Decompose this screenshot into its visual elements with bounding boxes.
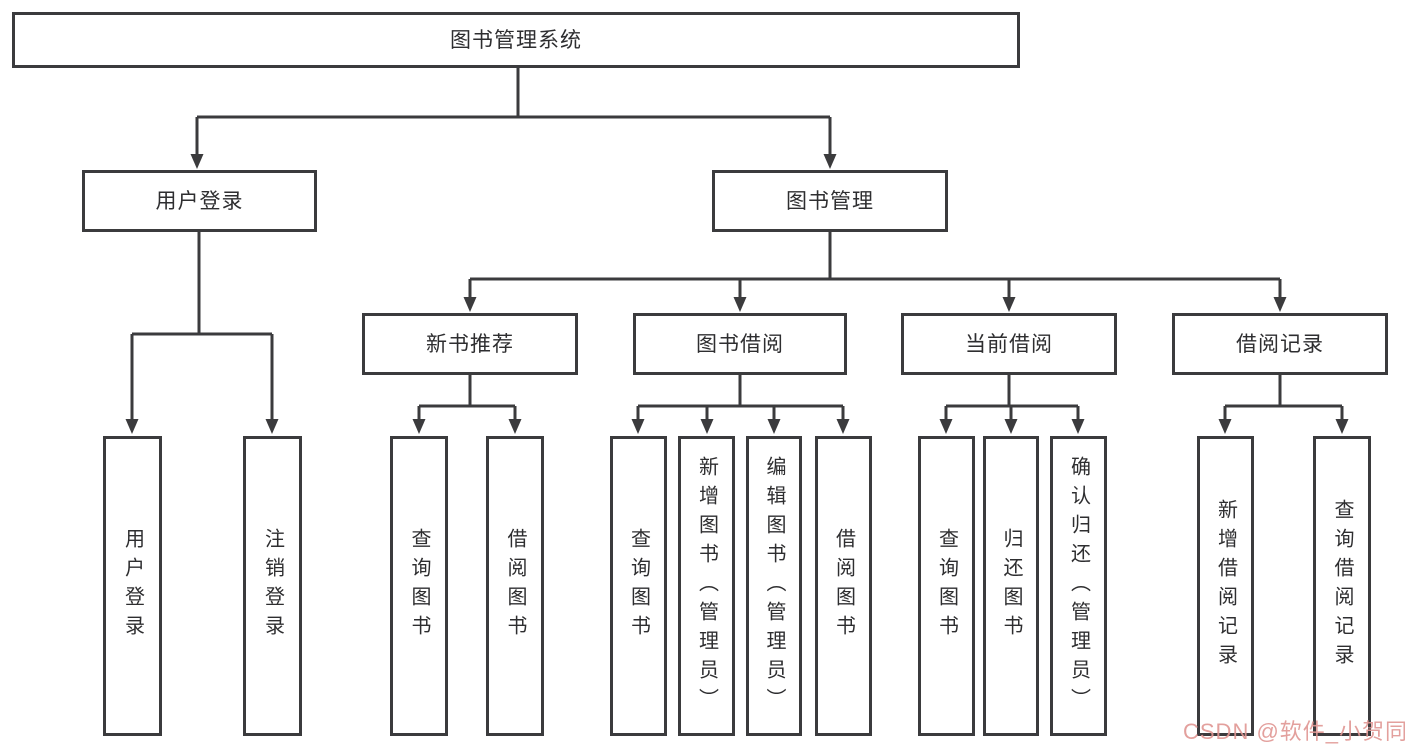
leaf-query-books-recommend: 查询图书 [390,436,448,736]
arrowhead [508,419,522,434]
arrowhead [1002,297,1016,312]
leaf-query-books-current: 查询图书 [918,436,975,736]
connector-current-borrow [944,375,1080,419]
leaf-borrow-books-recommend: 借阅图书 [486,436,544,736]
arrowhead [1218,419,1232,434]
arrowhead [265,419,279,434]
leaf-confirm-return-admin: 确认归还（管理员） [1050,436,1107,736]
node-borrow-records: 借阅记录 [1172,313,1388,375]
node-user-login: 用户登录 [82,170,317,232]
arrowhead [125,419,139,434]
leaf-edit-books-admin: 编辑图书（管理员） [746,436,802,736]
leaf-logout: 注销登录 [243,436,302,736]
leaf-user-login: 用户登录 [103,436,162,736]
arrowhead [631,419,645,434]
node-new-book-recommend: 新书推荐 [362,313,578,375]
arrowhead [1004,419,1018,434]
arrowhead [1335,419,1349,434]
arrowhead [823,154,837,169]
connector-book-management [468,232,1282,297]
arrowhead [1273,297,1287,312]
csdn-watermark: CSDN @软件_小贺同学 [1183,719,1405,744]
connector-new-book-recommend [417,375,517,419]
arrowhead [1071,419,1085,434]
connector-user-login [130,232,274,419]
arrowhead [412,419,426,434]
leaf-borrow-books: 借阅图书 [815,436,872,736]
connector-root [195,68,832,154]
node-book-borrow: 图书借阅 [633,313,847,375]
leaf-return-books: 归还图书 [983,436,1039,736]
node-library-system: 图书管理系统 [12,12,1020,68]
arrowhead [700,419,714,434]
leaf-add-books-admin: 新增图书（管理员） [678,436,735,736]
connector-borrow-records [1223,375,1344,419]
arrowhead [463,297,477,312]
node-current-borrow: 当前借阅 [901,313,1117,375]
node-book-management: 图书管理 [712,170,948,232]
arrowhead [733,297,747,312]
leaf-add-borrow-record: 新增借阅记录 [1197,436,1254,736]
arrowhead [767,419,781,434]
arrowhead [190,154,204,169]
connector-book-borrow [636,375,845,419]
arrowhead [836,419,850,434]
leaf-query-books-borrow: 查询图书 [610,436,667,736]
arrowhead [939,419,953,434]
leaf-query-borrow-record: 查询借阅记录 [1313,436,1371,736]
